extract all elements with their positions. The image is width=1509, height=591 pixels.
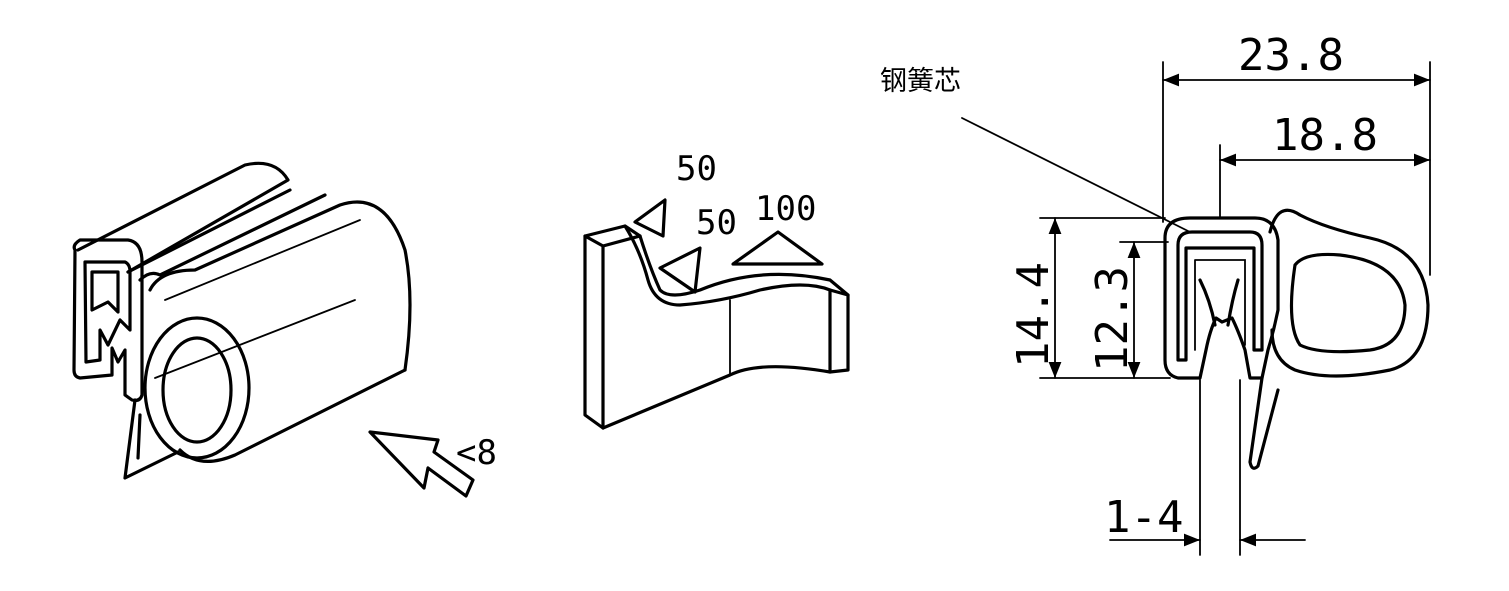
seal-bulb-highlight-1 bbox=[164, 219, 361, 301]
seal-bulb-top bbox=[148, 200, 412, 372]
section-bulb-inner bbox=[1289, 252, 1407, 354]
section-lip bbox=[1248, 376, 1280, 470]
panel-front-face bbox=[583, 234, 605, 430]
panel-top bbox=[583, 224, 642, 248]
removal-triangle-2 bbox=[658, 246, 702, 294]
seal-top-groove bbox=[138, 193, 327, 282]
overall-width-label: 23.8 bbox=[1238, 30, 1344, 81]
seal-top-ridge bbox=[126, 188, 292, 274]
panel-lip-top bbox=[638, 234, 850, 297]
seal-front-clip-outer bbox=[72, 238, 144, 403]
steel-core-leader bbox=[961, 117, 1191, 233]
bulb-width-label: 18.8 bbox=[1272, 110, 1378, 161]
seal-front-bulb-outer bbox=[143, 316, 251, 460]
steel-core-label: 钢簧芯 bbox=[880, 66, 961, 97]
clip-height-label: 12.3 bbox=[1087, 266, 1138, 372]
isometric-seal-view bbox=[72, 161, 412, 480]
section-clip-outer bbox=[1163, 216, 1280, 380]
section-fin-right bbox=[1226, 278, 1240, 327]
panel-profile bbox=[601, 224, 850, 430]
panel-thickness-label: 1-4 bbox=[1104, 492, 1183, 543]
seal-front-bulb-inner bbox=[161, 336, 233, 444]
seal-bulb-lower bbox=[178, 368, 407, 463]
section-bulb-outer bbox=[1268, 208, 1430, 378]
section-fin-left bbox=[1198, 278, 1217, 327]
removal-force-diagram: 50 50 100 bbox=[583, 149, 850, 430]
seal-bulb-highlight-2 bbox=[154, 299, 356, 379]
seal-front-core bbox=[90, 270, 120, 314]
section-core-inner bbox=[1194, 259, 1246, 351]
removal-force-2-label: 50 bbox=[696, 203, 737, 243]
section-steel-core bbox=[1176, 230, 1264, 362]
removal-triangle-3 bbox=[731, 230, 824, 266]
removal-triangle-1 bbox=[633, 198, 667, 238]
seal-top-edge bbox=[76, 161, 290, 274]
removal-force-3-label: 100 bbox=[755, 189, 816, 229]
push-force-label: <8 bbox=[456, 433, 497, 473]
push-arrow: <8 bbox=[368, 430, 497, 498]
overall-height-label: 14.4 bbox=[1008, 262, 1059, 368]
seal-front-clip-inner bbox=[83, 260, 132, 364]
removal-force-1-label: 50 bbox=[676, 149, 717, 189]
push-arrow-icon bbox=[368, 430, 475, 498]
seal-front-lip-inner bbox=[136, 413, 142, 460]
cross-section-view: 钢簧芯 23.8 18.8 14.4 12.3 1-4 bbox=[880, 30, 1431, 556]
seal-front-lip bbox=[123, 398, 180, 480]
